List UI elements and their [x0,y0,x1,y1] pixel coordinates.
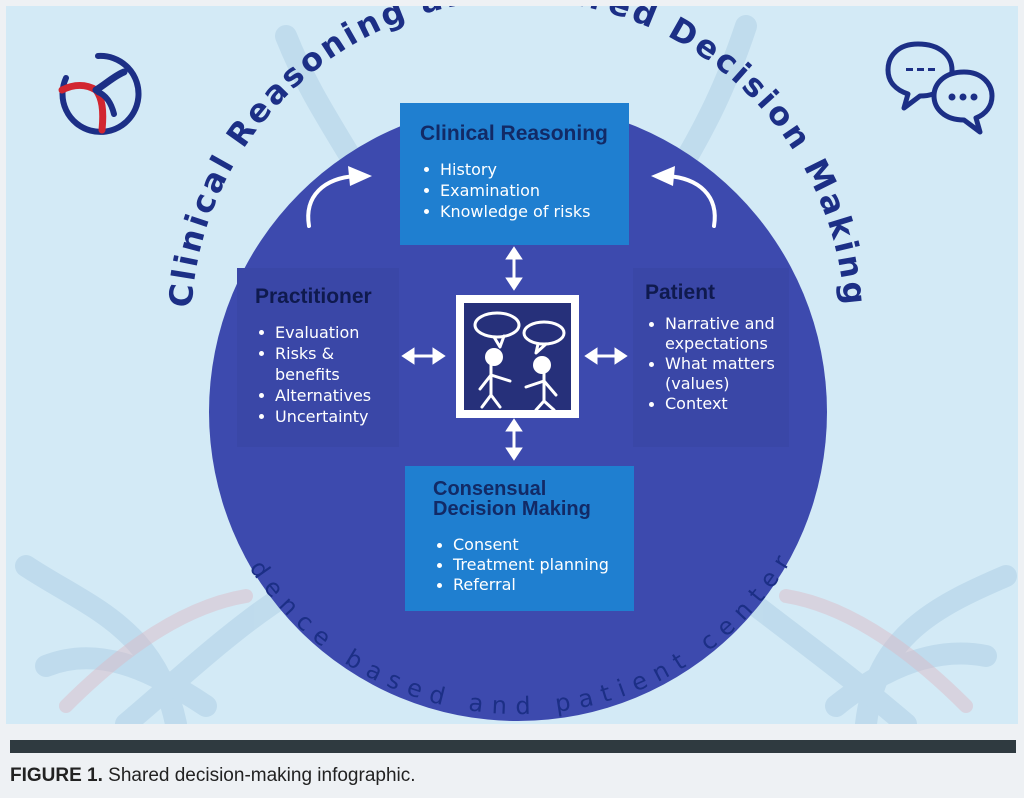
consensual-decision-box: Consensual Decision Making Consent Treat… [405,466,634,611]
list-item: History [420,159,629,180]
clinical-reasoning-box: Clinical Reasoning History Examination K… [400,103,629,245]
consensual-list: Consent Treatment planning Referral [433,535,634,595]
caption-bar [10,740,1016,753]
infographic-panel: Clinical Reasoning and Shared Decision M… [6,6,1018,724]
list-item: Treatment planning [433,555,634,575]
conversation-icon [456,295,579,418]
double-arrow-icon [401,246,628,461]
patient-list: Narrative and expectations What matters … [645,314,789,414]
practitioner-box: Practitioner Evaluation Risks & benefits… [237,268,399,447]
list-item: Referral [433,575,634,595]
list-item: Knowledge of risks [420,201,629,222]
caption-label: FIGURE 1. [10,765,103,786]
consensual-title: Consensual Decision Making [433,479,634,519]
consensual-title-line2: Decision Making [433,498,591,520]
list-item-continuation: expectations [665,334,768,353]
clinical-reasoning-list: History Examination Knowledge of risks [420,159,629,222]
list-item: Uncertainty [255,406,399,427]
list-item: Evaluation [255,322,399,343]
consensual-title-line1: Consensual [433,478,547,500]
list-item-continuation: benefits [275,365,340,384]
list-item: What matters [645,354,789,374]
conversation-figures-icon [473,311,566,412]
curved-arrow-icon [306,174,717,228]
list-item: Consent [433,535,634,555]
clinical-reasoning-title: Clinical Reasoning [420,122,608,145]
patient-box: Patient Narrative and expectations What … [633,268,789,447]
list-item: Risks & [255,343,399,364]
caption-text: Shared decision-making infographic. [102,765,416,786]
practitioner-list: Evaluation Risks & benefits Alternatives… [255,322,399,427]
figure-caption: FIGURE 1. Shared decision-making infogra… [10,765,416,787]
list-item-continuation: (values) [665,374,730,393]
background-veins [15,15,1017,724]
list-item: Alternatives [255,385,399,406]
speech-bubbles-icon [885,41,995,135]
list-item: Context [645,394,789,414]
list-item: Narrative and [645,314,789,334]
conversation-icon-panel [464,303,571,412]
patient-title: Patient [645,281,716,304]
list-item: Examination [420,180,629,201]
practitioner-title: Practitioner [255,285,372,308]
logo-icon [58,52,142,135]
curved-arrow-heads [348,166,675,186]
